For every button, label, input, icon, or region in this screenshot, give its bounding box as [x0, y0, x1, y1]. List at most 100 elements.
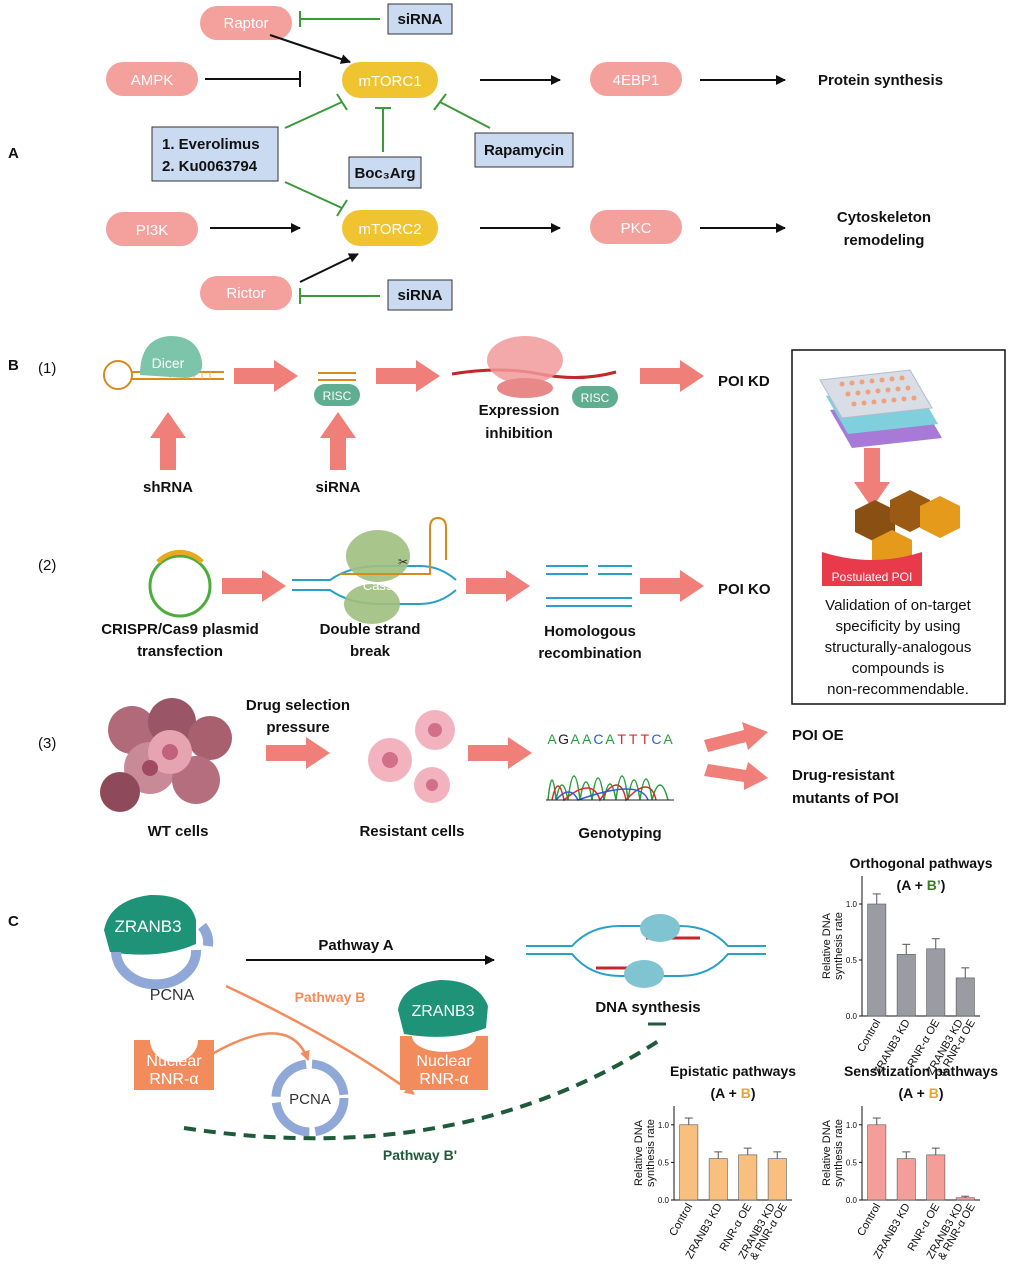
drug-selection-label-2: pressure [266, 719, 329, 736]
panel-a-letter: A [8, 145, 19, 162]
zranb3-label: ZRANB3 [114, 917, 181, 936]
mtorc2-label: mTORC2 [358, 221, 421, 238]
b1-arrow-3 [640, 360, 704, 392]
everolimus-box: 1. Everolimus 2. Ku0063794 [151, 126, 279, 182]
b3-arrow-mutants [704, 762, 768, 790]
chart-title: Sensitization pathways [844, 1063, 998, 1079]
sirna-up-arrow [320, 412, 356, 470]
chart-sensitization: Sensitization pathways(A + B)0.00.51.0Re… [821, 1063, 998, 1262]
chart-title: Epistatic pathways [670, 1063, 796, 1079]
dsb-label-2: break [350, 643, 391, 660]
sirna-label: siRNA [315, 479, 360, 496]
chart-subtitle-part: B [929, 1085, 939, 1101]
y-tick-label: 1.0 [846, 900, 858, 909]
replication-fork-icon [526, 914, 766, 988]
b2-arrow-2 [466, 570, 530, 602]
pi3k-node: PI3K [106, 212, 198, 246]
bar [738, 1154, 758, 1201]
chart-subtitle-part: B [741, 1085, 751, 1101]
y-axis-label: synthesis rate [833, 1119, 845, 1187]
pathway-b-branch-arrow [211, 1032, 310, 1061]
panel-a-connectors [205, 11, 786, 304]
y-tick-label: 1.0 [658, 1121, 670, 1130]
crispr-label-2: transfection [137, 643, 223, 660]
drug-selection-label-1: Drug selection [246, 697, 350, 714]
nuclear-label: Nuclear [146, 1053, 202, 1070]
sequence-letter: A [663, 731, 673, 747]
poi-ko-label: POI KO [718, 581, 771, 598]
dna-synthesis-label: DNA synthesis [595, 999, 700, 1016]
bar [867, 903, 887, 1017]
chart-orthogonal: Orthogonal pathways(A + B’)0.00.51.0Rela… [821, 855, 993, 1078]
panel-c-letter: C [8, 913, 19, 930]
b1-arrow-1 [234, 360, 298, 392]
ku-label: 2. Ku0063794 [162, 158, 258, 175]
validation-line-4: compounds is [852, 660, 945, 677]
bar [767, 1158, 787, 1201]
sequence-letter: G [558, 731, 569, 747]
dicer-label: Dicer [152, 355, 185, 371]
ribosome-mrna-icon: RISC [451, 336, 618, 408]
genotyping-label: Genotyping [578, 825, 661, 842]
bar [708, 1158, 728, 1201]
bar [896, 954, 916, 1017]
plasmid-icon [148, 549, 212, 618]
chart-subtitle-part: (A + [710, 1085, 740, 1101]
cas9-label: Cas9 [363, 578, 393, 593]
sequence-letter: A [547, 731, 557, 747]
mtorc2-node: mTORC2 [342, 210, 438, 246]
sequence-letter: A [582, 731, 592, 747]
shrna-label: shRNA [143, 479, 193, 496]
bar [926, 1154, 946, 1201]
sirna-bottom-label: siRNA [397, 287, 442, 304]
hr-label-1: Homologous [544, 623, 636, 640]
everolimus-label: 1. Everolimus [162, 136, 260, 153]
bar [955, 1197, 975, 1201]
poi-kd-label: POI KD [718, 373, 770, 390]
mtorc1-label: mTORC1 [358, 73, 421, 90]
rnr2-label: RNR-α [419, 1071, 468, 1088]
shrna-up-arrow [150, 412, 186, 470]
pathway-b-prime-label: Pathway B' [383, 1147, 457, 1163]
expression-label-1: Expression [479, 402, 560, 419]
zranb3-rnr-complex: ZRANB3 Nuclear RNR-α [398, 980, 488, 1090]
chart-subtitle-part: B’ [927, 877, 941, 893]
y-axis-label: Relative DNA [633, 1119, 645, 1186]
4ebp1-node: 4EBP1 [590, 62, 682, 96]
expression-label-2: inhibition [485, 425, 552, 442]
y-tick-label: 0.5 [846, 1158, 858, 1167]
hexagon-compounds-icon [855, 490, 960, 572]
bar [867, 1124, 887, 1201]
chart-subtitle: (A + B’) [897, 877, 946, 893]
bar [955, 977, 975, 1017]
rapamycin-box: Rapamycin [474, 132, 574, 168]
pi3k-label: PI3K [136, 222, 169, 239]
y-tick-label: 0.5 [658, 1158, 670, 1167]
box-down-arrow [854, 448, 890, 508]
cas9-dna-icon: Cas9 ✂ [292, 516, 457, 624]
validation-line-2: specificity by using [835, 618, 960, 635]
crispr-label-1: CRISPR/Cas9 plasmid [101, 621, 259, 638]
rictor-label: Rictor [226, 285, 265, 302]
y-tick-label: 0.0 [658, 1196, 670, 1205]
pcna-ring-icon: PCNA [271, 1059, 349, 1137]
scissors-icon: ✂ [398, 555, 408, 569]
pathway-b-prime-arrow [183, 1038, 662, 1141]
pkc-node: PKC [590, 210, 682, 244]
pathway-b-arrow [225, 984, 415, 1096]
sequence-letter: A [571, 731, 581, 747]
bar [679, 1124, 699, 1201]
boc3arg-label: Boc₃Arg [354, 165, 415, 182]
sirna-duplex-icon: RISC [314, 372, 360, 406]
remodeling-label: remodeling [844, 232, 925, 249]
postulated-poi-label: Postulated POI [832, 570, 913, 584]
zranb3-2-label: ZRANB3 [411, 1003, 474, 1020]
row3-number: (3) [38, 735, 56, 752]
sirna-top-box: siRNA [387, 3, 453, 35]
y-axis-label: synthesis rate [645, 1119, 657, 1187]
cytoskeleton-label: Cytoskeleton [837, 209, 931, 226]
pcna2-label: PCNA [289, 1091, 331, 1108]
poi-oe-label: POI OE [792, 727, 844, 744]
